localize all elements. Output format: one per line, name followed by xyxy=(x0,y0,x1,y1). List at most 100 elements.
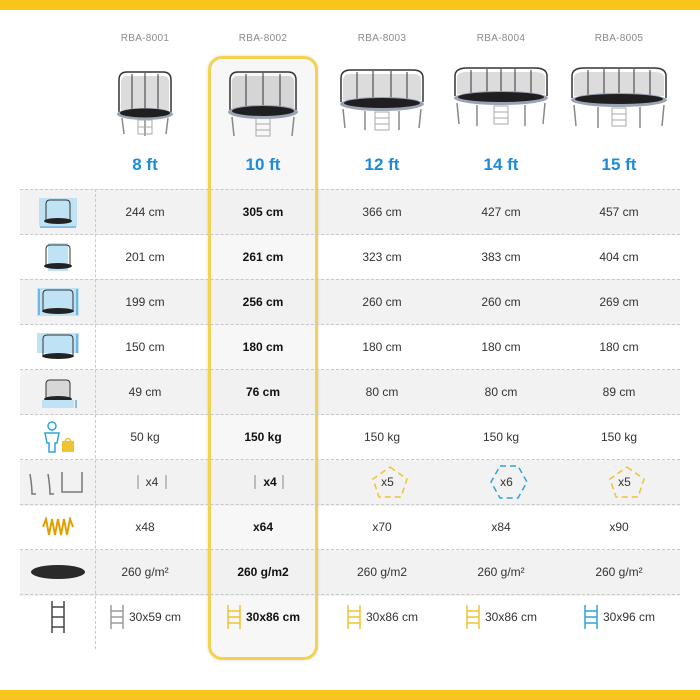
legs-count: x5 xyxy=(618,474,631,489)
ladder-value: 30x96 cm xyxy=(564,594,674,639)
total-height-value: 260 cm xyxy=(362,294,402,309)
legs-count: x4 xyxy=(145,474,159,489)
max-load-value: 50 kg xyxy=(130,429,160,444)
row-band xyxy=(20,279,680,325)
max-load-icon xyxy=(20,414,95,459)
model-code: RBA-8005 xyxy=(594,33,644,44)
ladder-value: 30x59 cm xyxy=(90,594,200,639)
frame-height-value: 49 cm xyxy=(128,384,162,399)
ladder-mini-icon xyxy=(347,604,361,629)
springs-icon xyxy=(20,504,95,549)
mat-diameter-value: 404 cm xyxy=(599,249,639,264)
legs-badge-5: x5 xyxy=(370,465,409,499)
top-yellow-stripe xyxy=(0,0,700,10)
ladder-icon xyxy=(20,594,95,639)
row-divider xyxy=(20,369,680,370)
ladder-value: 30x86 cm xyxy=(327,594,437,639)
ladder-mini-icon xyxy=(227,604,241,629)
trampoline-14ft-image xyxy=(454,67,548,126)
row-divider xyxy=(20,279,680,280)
frame-diameter-value: 427 cm xyxy=(481,204,521,219)
ladder-size: 30x86 cm xyxy=(484,609,538,624)
max-load-value: 150 kg xyxy=(244,429,282,444)
frame-diameter-value: 305 cm xyxy=(242,204,284,219)
mat-diameter-value: 261 cm xyxy=(242,249,284,264)
total-height-value: 269 cm xyxy=(599,294,639,309)
frame-height-value: 80 cm xyxy=(484,384,518,399)
ladder-mini-icon xyxy=(584,604,598,629)
model-code: RBA-8004 xyxy=(476,33,526,44)
jumping-mat-icon xyxy=(20,549,95,594)
mat-weight-value: 260 g/m2 xyxy=(356,564,408,579)
frame-height-value: 80 cm xyxy=(365,384,399,399)
ladder-value: 30x86 cm xyxy=(446,594,556,639)
row-divider xyxy=(20,594,680,595)
legs-badge-5: x5 xyxy=(607,465,646,499)
frame-height-value: 89 cm xyxy=(602,384,636,399)
row-divider xyxy=(20,504,680,505)
net-height-value: 180 cm xyxy=(362,339,402,354)
springs-value: x48 xyxy=(135,519,155,534)
icon-column-divider xyxy=(95,189,96,649)
mat-diameter-value: 323 cm xyxy=(362,249,402,264)
bottom-yellow-stripe xyxy=(0,690,700,700)
row-band xyxy=(20,370,680,415)
total-height-value: 199 cm xyxy=(125,294,165,309)
legs-value: x4 xyxy=(90,459,200,504)
legs-badge-6: x6 xyxy=(489,464,529,500)
net-height-value: 150 cm xyxy=(125,339,165,354)
row-divider xyxy=(20,324,680,325)
trampoline-15ft-image xyxy=(571,67,667,128)
highlighted-column xyxy=(208,56,318,660)
springs-value: x90 xyxy=(609,519,629,534)
legs-value: x5 xyxy=(327,459,437,504)
frame-diameter-value: 366 cm xyxy=(362,204,402,219)
frame-diameter-value: 244 cm xyxy=(125,204,165,219)
trampoline-10ft-image xyxy=(228,71,298,137)
ladder-size: 30x96 cm xyxy=(602,609,656,624)
frame-height-value: 76 cm xyxy=(245,384,281,399)
size-label: 15 ft xyxy=(601,155,637,174)
size-label: 14 ft xyxy=(483,155,519,174)
row-divider xyxy=(20,189,680,190)
ladder-mini-icon xyxy=(110,604,124,629)
net-height-value: 180 cm xyxy=(481,339,521,354)
legs-value: x6 xyxy=(446,459,556,504)
frame-diameter-value: 457 cm xyxy=(599,204,639,219)
total-height-icon xyxy=(20,279,95,324)
ladder-size: 30x86 cm xyxy=(245,609,301,624)
row-band xyxy=(20,189,680,235)
mat-weight-value: 260 g/m² xyxy=(595,564,643,579)
size-label: 8 ft xyxy=(132,155,158,174)
ladder-value: 30x86 cm xyxy=(208,594,318,639)
ladder-size: 30x86 cm xyxy=(365,609,419,624)
ladder-size: 30x59 cm xyxy=(128,609,182,624)
legs-count: x6 xyxy=(500,474,513,489)
row-divider xyxy=(20,414,680,415)
model-code: RBA-8003 xyxy=(357,33,407,44)
max-load-value: 150 kg xyxy=(600,429,638,444)
net-height-value: 180 cm xyxy=(242,339,284,354)
size-label: 12 ft xyxy=(364,155,400,174)
max-load-value: 150 kg xyxy=(482,429,520,444)
frame-height-icon xyxy=(20,369,95,414)
net-height-value: 180 cm xyxy=(599,339,639,354)
size-label: 10 ft xyxy=(245,155,281,174)
mat-diameter-value: 201 cm xyxy=(125,249,165,264)
springs-value: x84 xyxy=(491,519,511,534)
legs-value: x5 xyxy=(564,459,674,504)
row-band xyxy=(20,460,680,506)
max-load-value: 150 kg xyxy=(363,429,401,444)
row-divider xyxy=(20,549,680,550)
total-height-value: 256 cm xyxy=(242,294,284,309)
row-divider xyxy=(20,234,680,235)
trampoline-12ft-image xyxy=(340,69,424,131)
legs-value: x4 xyxy=(208,459,318,504)
mat-weight-value: 260 g/m² xyxy=(121,564,169,579)
mat-weight-value: 260 g/m² xyxy=(477,564,525,579)
springs-value: x70 xyxy=(372,519,392,534)
net-height-icon xyxy=(20,324,95,369)
legs-count: x4 xyxy=(263,474,277,489)
springs-value: x64 xyxy=(252,519,274,534)
mat-diameter-icon xyxy=(20,234,95,279)
